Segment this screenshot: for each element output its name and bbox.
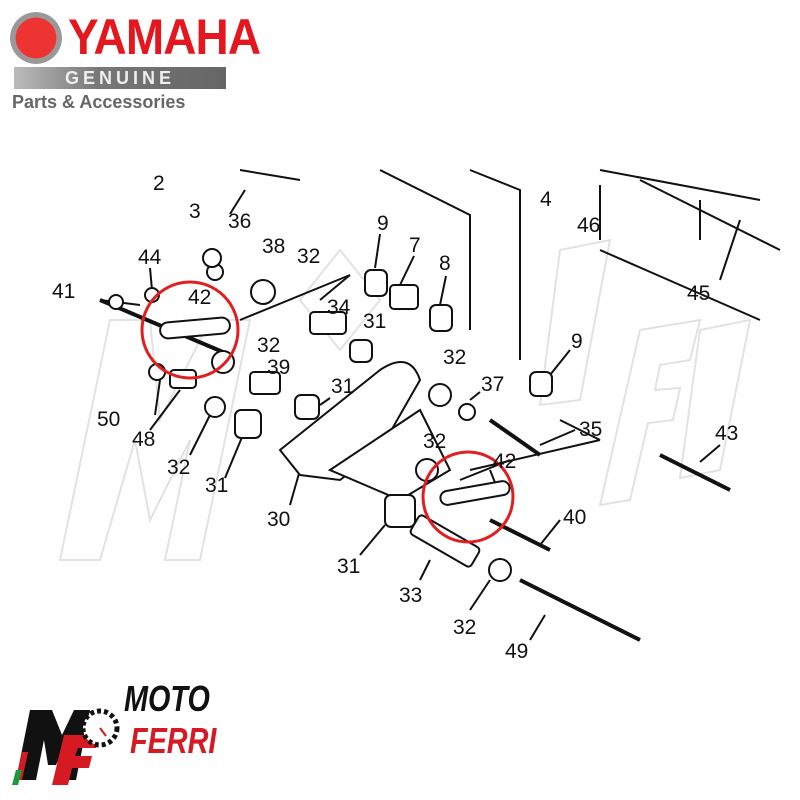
part-label-31: 31 (331, 375, 354, 398)
highlight-circle-42-left (140, 280, 240, 380)
mf-monogram-graphic (12, 708, 120, 785)
part-label-33: 33 (399, 584, 422, 607)
part-label-9: 9 (571, 330, 583, 353)
part-label-49: 49 (505, 640, 528, 663)
part-label-31: 31 (363, 310, 386, 333)
part-label-32: 32 (167, 456, 190, 479)
part-label-31: 31 (205, 474, 228, 497)
part-label-32: 32 (297, 245, 320, 268)
part-label-44: 44 (138, 246, 162, 269)
part-label-37: 37 (481, 373, 504, 396)
part-label-48: 48 (132, 428, 155, 451)
part-label-42: 42 (188, 286, 211, 309)
part-label-35: 35 (579, 418, 602, 441)
part-label-40: 40 (563, 506, 586, 529)
part-label-36: 36 (228, 210, 251, 233)
part-label-38: 38 (262, 235, 285, 258)
watermark-graphic (58, 238, 752, 561)
highlight-circle-42-right (421, 450, 515, 544)
part-label-4: 4 (540, 188, 552, 211)
part-label-30: 30 (267, 508, 290, 531)
part-label-34: 34 (327, 296, 351, 319)
part-label-9: 9 (377, 212, 389, 235)
part-label-43: 43 (715, 422, 738, 445)
brand-tagline: Parts & Accessories (12, 92, 186, 112)
part-label-42: 42 (493, 450, 516, 473)
moto-ferri-logo: MOTO FERRI (12, 678, 216, 790)
yamaha-tuning-fork-emblem-icon (10, 12, 62, 64)
logo-ferri: FERRI (130, 720, 217, 761)
part-label-2: 2 (153, 172, 165, 195)
yamaha-wordmark: YAMAHA (68, 9, 261, 65)
logo-moto: MOTO (124, 678, 210, 719)
part-label-8: 8 (439, 252, 451, 275)
part-label-45: 45 (687, 282, 710, 305)
part-label-32: 32 (257, 334, 280, 357)
part-label-32: 32 (453, 616, 476, 639)
part-label-3: 3 (189, 200, 201, 223)
part-label-7: 7 (409, 234, 421, 257)
part-label-39: 39 (267, 356, 290, 379)
part-label-32: 32 (443, 346, 466, 369)
part-label-41: 41 (52, 280, 75, 303)
part-label-32: 32 (423, 430, 446, 453)
genuine-banner: GENUINE (14, 67, 226, 89)
yamaha-genuine-logo: YAMAHA GENUINE Parts & Accessories (10, 12, 261, 112)
part-label-31: 31 (337, 555, 360, 578)
part-label-46: 46 (577, 214, 600, 237)
part-label-50: 50 (97, 408, 120, 431)
